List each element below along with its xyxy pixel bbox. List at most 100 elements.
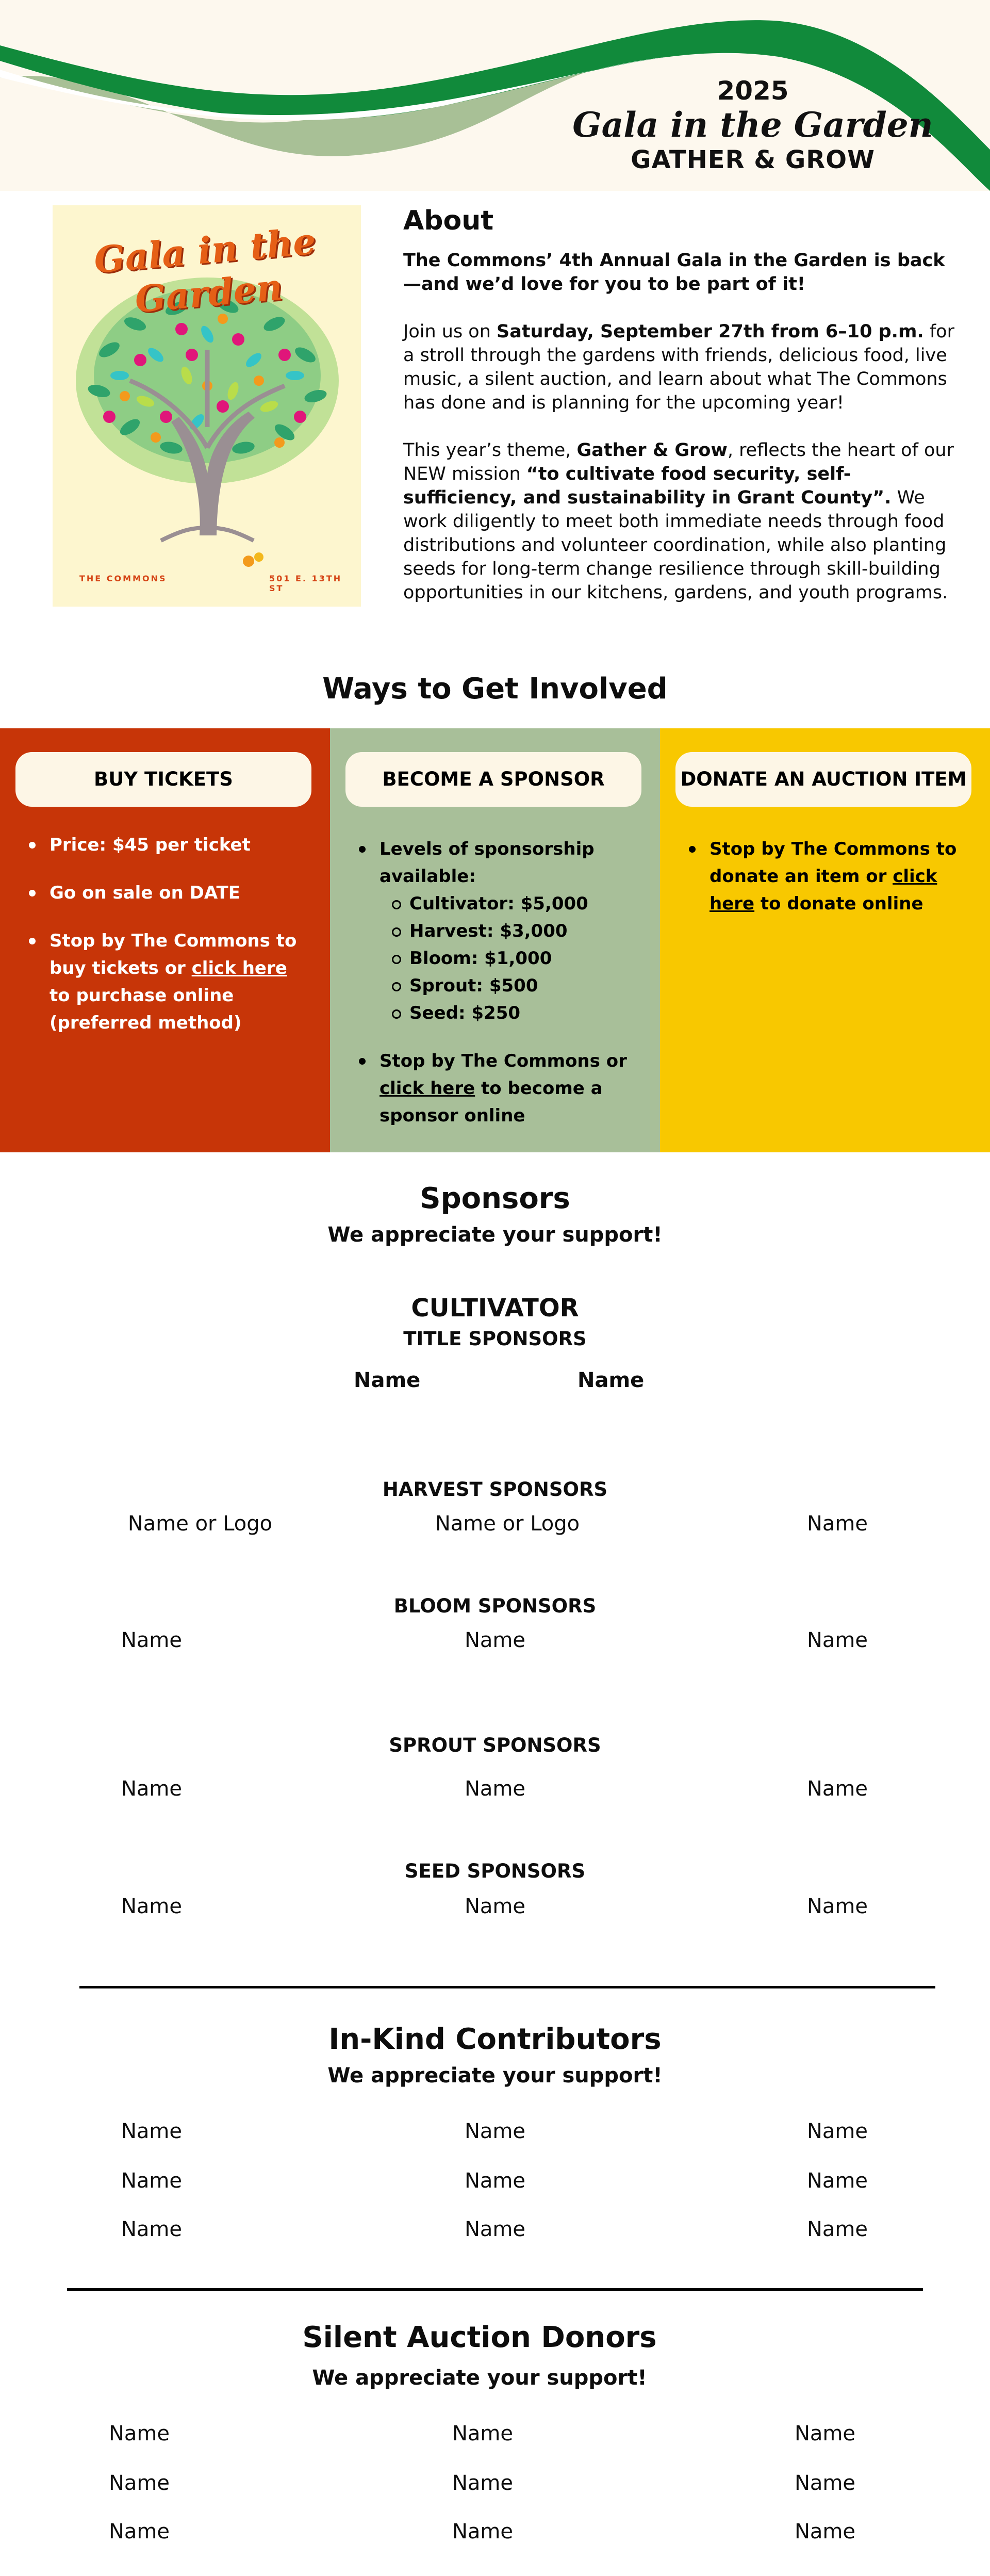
auction-donor-name: Name (794, 2422, 855, 2445)
about-heading: About (403, 205, 494, 236)
tickets-sale-date: Go on sale on DATE (29, 879, 299, 907)
about-mission: “to cultivate food security, self-suffic… (403, 464, 892, 508)
sprout-sponsors-heading: SPROUT SPONSORS (389, 1734, 601, 1756)
sponsorship-levels: Levels of sponsorship available: Cultiva… (359, 836, 629, 1027)
become-sponsor-button[interactable]: BECOME A SPONSOR (345, 752, 641, 807)
tickets-purchase-info: Stop by The Commons to buy tickets or cl… (29, 927, 299, 1037)
bloom-sponsor-name: Name (121, 1628, 182, 1652)
auction-heading: Silent Auction Donors (302, 2321, 657, 2354)
harvest-sponsors-heading: HARVEST SPONSORS (382, 1478, 608, 1501)
event-poster-image: Gala in the Garden THE COMMONS 501 E. 13… (53, 205, 361, 607)
donate-auction-panel: DONATE AN AUCTION ITEM Stop by The Commo… (660, 728, 990, 1152)
level-bloom: Bloom: $1,000 (392, 945, 629, 972)
bloom-sponsor-name: Name (806, 1628, 868, 1652)
tree-illustration (76, 278, 339, 567)
poster-org: THE COMMONS (79, 574, 167, 583)
auction-donor-name: Name (108, 2471, 170, 2495)
seed-sponsors-heading: SEED SPONSORS (404, 1860, 586, 1882)
tickets-purchase-lead: Stop by The Commons to buy tickets or (50, 931, 297, 979)
inkind-heading: In-Kind Contributors (328, 2023, 662, 2056)
title-sponsors-heading: TITLE SPONSORS (403, 1328, 587, 1350)
tickets-price: Price: $45 per ticket (29, 832, 299, 859)
sprout-sponsor-name: Name (464, 1777, 525, 1801)
auction-donor-name: Name (452, 2471, 513, 2495)
ways-to-get-involved-heading: Ways to Get Involved (322, 672, 668, 706)
inkind-name: Name (121, 2120, 182, 2143)
donate-list: Stop by The Commons to donate an item or… (689, 836, 959, 938)
inkind-name: Name (806, 2218, 868, 2241)
donate-click-here-link[interactable]: click here (710, 866, 937, 914)
inkind-name: Name (464, 2218, 525, 2241)
sponsor-online-lead: Stop by The Commons or (380, 1051, 627, 1071)
seed-sponsor-name: Name (121, 1895, 182, 1918)
section-divider (79, 1986, 935, 1988)
header-theme: GATHER & GROW (631, 145, 875, 174)
header-wave-graphic (0, 20, 990, 191)
donate-auction-item-button[interactable]: DONATE AN AUCTION ITEM (675, 752, 971, 807)
level-harvest: Harvest: $3,000 (392, 918, 629, 945)
sponsorship-levels-list: Cultivator: $5,000 Harvest: $3,000 Bloom… (392, 890, 629, 1027)
auction-thanks: We appreciate your support! (312, 2366, 647, 2390)
sponsor-list: Levels of sponsorship available: Cultiva… (359, 836, 629, 1150)
tickets-purchase-rest: to purchase online (preferred method) (50, 985, 242, 1033)
sponsors-heading: Sponsors (420, 1182, 570, 1215)
cultivator-heading: CULTIVATOR (411, 1294, 579, 1323)
seed-sponsor-name: Name (806, 1895, 868, 1918)
poster-address: 501 E. 13TH ST (269, 574, 342, 593)
auction-donor-name: Name (108, 2520, 170, 2544)
about-section: About The Commons’ 4th Annual Gala in th… (403, 204, 960, 628)
become-sponsor-panel: BECOME A SPONSOR Levels of sponsorship a… (330, 728, 660, 1152)
inkind-name: Name (464, 2169, 525, 2193)
auction-donor-name: Name (452, 2520, 513, 2544)
inkind-name: Name (121, 2169, 182, 2193)
about-date-rest: for a stroll through the gardens with fr… (403, 321, 954, 413)
header-year: 2025 (717, 76, 789, 106)
sponsor-online-rest: to become a sponsor online (380, 1078, 603, 1126)
donate-info: Stop by The Commons to donate an item or… (689, 836, 959, 918)
sponsorship-levels-label: Levels of sponsorship available: (380, 839, 595, 887)
level-cultivator: Cultivator: $5,000 (392, 890, 629, 918)
harvest-sponsor-name: Name or Logo (435, 1512, 580, 1536)
harvest-sponsor-name: Name (806, 1512, 868, 1536)
title-sponsor-name: Name (578, 1368, 645, 1392)
sprout-sponsor-name: Name (121, 1777, 182, 1801)
about-theme: Gather & Grow (576, 440, 728, 461)
inkind-thanks: We appreciate your support! (327, 2064, 663, 2088)
auction-donor-name: Name (452, 2422, 513, 2445)
about-theme-rest: We work diligently to meet both immediat… (403, 487, 948, 603)
title-sponsor-name: Name (354, 1368, 421, 1392)
auction-donor-name: Name (794, 2520, 855, 2544)
about-date: Saturday, September 27th from 6–10 p.m. (497, 321, 924, 342)
harvest-sponsor-name: Name or Logo (127, 1512, 273, 1536)
about-intro-text: The Commons’ 4th Annual Gala in the Gard… (403, 250, 945, 295)
header-title-block: 2025 Gala in the Garden GATHER & GROW (516, 76, 990, 175)
inkind-name: Name (121, 2218, 182, 2241)
bloom-sponsors-heading: BLOOM SPONSORS (393, 1595, 597, 1617)
auction-donor-name: Name (108, 2422, 170, 2445)
inkind-name: Name (464, 2120, 525, 2143)
sprout-sponsor-name: Name (806, 1777, 868, 1801)
tickets-click-here-link[interactable]: click here (191, 958, 287, 979)
header-event-name: Gala in the Garden (572, 105, 933, 145)
sponsor-click-here-link[interactable]: click here (380, 1078, 475, 1099)
inkind-name: Name (806, 2169, 868, 2193)
about-date-paragraph: Join us on Saturday, September 27th from… (403, 320, 960, 415)
about-intro: The Commons’ 4th Annual Gala in the Gard… (403, 249, 960, 296)
level-sprout: Sprout: $500 (392, 972, 629, 1000)
about-theme-lead: This year’s theme, (403, 440, 577, 461)
auction-donor-name: Name (794, 2471, 855, 2495)
seed-sponsor-name: Name (464, 1895, 525, 1918)
buy-tickets-panel: BUY TICKETS Price: $45 per ticket Go on … (0, 728, 330, 1152)
bloom-sponsor-name: Name (464, 1628, 525, 1652)
level-seed: Seed: $250 (392, 1000, 629, 1027)
sponsor-online-info: Stop by The Commons or click here to bec… (359, 1048, 629, 1130)
inkind-name: Name (806, 2120, 868, 2143)
about-date-lead: Join us on (403, 321, 497, 342)
about-theme-mid: , reflects the heart of our NEW mission (403, 440, 954, 484)
page-header: 2025 Gala in the Garden GATHER & GROW (0, 0, 990, 191)
buy-tickets-button[interactable]: BUY TICKETS (15, 752, 311, 807)
about-theme-paragraph: This year’s theme, Gather & Grow, reflec… (403, 438, 960, 605)
tickets-list: Price: $45 per ticket Go on sale on DATE… (29, 832, 299, 1057)
donate-info-lead: Stop by The Commons to donate an item or (710, 839, 957, 887)
sponsors-thanks: We appreciate your support! (327, 1223, 663, 1247)
